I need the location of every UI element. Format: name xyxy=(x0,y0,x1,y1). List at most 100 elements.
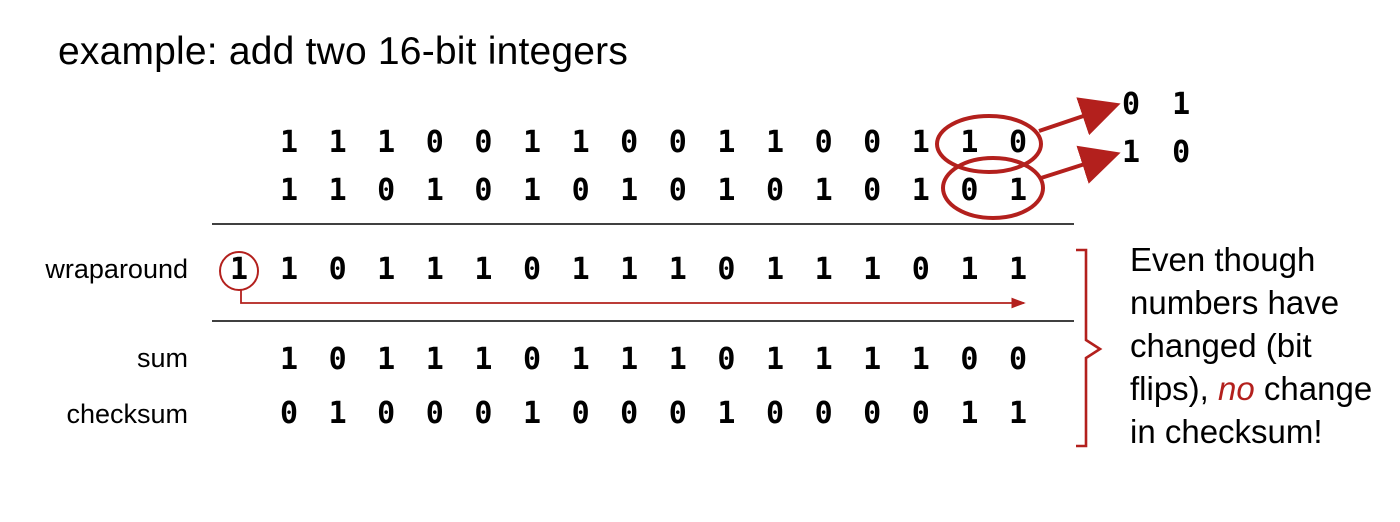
explanation-note: Even though numbers have changed (bit fl… xyxy=(1130,238,1398,453)
wraparound-bit-6: 1 xyxy=(571,252,590,287)
a-bit-0: 1 xyxy=(279,125,299,160)
a-bit-15: 0 xyxy=(1008,125,1028,160)
checksum-bit-9: 1 xyxy=(717,396,736,431)
a-bit-11: 0 xyxy=(814,125,833,160)
a-bit-14: 1 xyxy=(960,125,979,160)
arrow-top xyxy=(1038,97,1121,136)
a-bit-8: 0 xyxy=(668,125,687,160)
wraparound-bit-11: 1 xyxy=(814,252,833,287)
b-bit-9: 1 xyxy=(717,173,736,208)
checksum-bit-5: 1 xyxy=(522,396,542,431)
wraparound-bit-2: 1 xyxy=(377,252,396,287)
checksum-bit-1: 1 xyxy=(328,396,347,431)
checksum-bit-4: 0 xyxy=(474,396,493,431)
sum-bit-13: 1 xyxy=(911,342,930,377)
checksum-bit-12: 0 xyxy=(863,396,882,431)
a-bit-3: 0 xyxy=(425,125,444,160)
wraparound-bit-10: 1 xyxy=(765,252,785,287)
flipped-bits-bottom: 1 0 xyxy=(1122,135,1191,170)
sum-label: sum xyxy=(136,343,188,373)
b-bit-5: 1 xyxy=(522,173,542,208)
sum-bit-12: 1 xyxy=(863,342,882,377)
sum-bit-4: 1 xyxy=(474,342,493,377)
b-bit-6: 0 xyxy=(571,173,590,208)
b-bit-12: 0 xyxy=(863,173,882,208)
checksum-label: checksum xyxy=(66,399,188,429)
sum-bit-15: 0 xyxy=(1008,342,1028,377)
sum-bit-3: 1 xyxy=(425,342,444,377)
b-bit-8: 0 xyxy=(668,173,687,208)
a-bit-9: 1 xyxy=(717,125,736,160)
wraparound-bit-4: 1 xyxy=(474,252,493,287)
note-line-4: flips), no change xyxy=(1130,367,1398,410)
note-line-4-before: flips), xyxy=(1130,370,1219,407)
checksum-bit-3: 0 xyxy=(425,396,444,431)
sum-bit-7: 1 xyxy=(620,342,639,377)
carry-circle xyxy=(219,251,259,291)
b-bit-15: 1 xyxy=(1008,173,1028,208)
b-bit-7: 1 xyxy=(620,173,639,208)
sum-bit-14: 0 xyxy=(960,342,979,377)
checksum-bit-15: 1 xyxy=(1008,396,1028,431)
note-emphasis: no xyxy=(1218,370,1255,407)
b-bit-13: 1 xyxy=(911,173,930,208)
highlight-ellipse-bottom xyxy=(941,156,1045,220)
page-title: example: add two 16-bit integers xyxy=(58,30,629,73)
a-bit-7: 0 xyxy=(620,125,639,160)
wraparound-bit-5: 0 xyxy=(522,252,542,287)
wraparound-bit-12: 1 xyxy=(863,252,882,287)
a-bit-4: 0 xyxy=(474,125,493,160)
sum-bit-8: 1 xyxy=(668,342,687,377)
a-bit-5: 1 xyxy=(522,125,542,160)
wraparound-bit-0: 1 xyxy=(279,252,299,287)
b-bit-3: 1 xyxy=(425,173,444,208)
sum-bit-11: 1 xyxy=(814,342,833,377)
a-bit-2: 1 xyxy=(377,125,396,160)
note-line-4-after: change xyxy=(1254,370,1373,407)
a-bit-10: 1 xyxy=(765,125,785,160)
checksum-bit-2: 0 xyxy=(377,396,396,431)
wraparound-bit-1: 0 xyxy=(328,252,347,287)
a-bit-13: 1 xyxy=(911,125,930,160)
wraparound-bit-15: 1 xyxy=(1008,252,1028,287)
b-bit-4: 0 xyxy=(474,173,493,208)
note-line-5: in checksum! xyxy=(1130,413,1323,450)
carry-bit: 1 xyxy=(229,252,249,287)
b-bit-2: 0 xyxy=(377,173,396,208)
flipped-bits-top: 0 1 xyxy=(1122,87,1191,122)
checksum-bit-13: 0 xyxy=(911,396,930,431)
wraparound-bit-14: 1 xyxy=(960,252,979,287)
highlight-ellipse-top xyxy=(935,114,1043,174)
sum-bit-6: 1 xyxy=(571,342,590,377)
checksum-bit-10: 0 xyxy=(765,396,785,431)
checksum-bit-7: 0 xyxy=(620,396,639,431)
arrow-bottom xyxy=(1040,145,1121,184)
wraparound-bit-7: 1 xyxy=(620,252,639,287)
wraparound-label: wraparound xyxy=(45,254,188,284)
b-bit-14: 0 xyxy=(960,173,979,208)
wraparound-bit-8: 1 xyxy=(668,252,687,287)
note-line-1: Even though xyxy=(1130,241,1316,278)
checksum-bit-11: 0 xyxy=(814,396,833,431)
checksum-bit-14: 1 xyxy=(960,396,979,431)
a-bit-12: 0 xyxy=(863,125,882,160)
checksum-bit-6: 0 xyxy=(571,396,590,431)
b-bit-11: 1 xyxy=(814,173,833,208)
wraparound-bit-9: 0 xyxy=(717,252,736,287)
checksum-bit-0: 0 xyxy=(279,396,299,431)
checksum-bit-8: 0 xyxy=(668,396,687,431)
sum-bit-2: 1 xyxy=(377,342,396,377)
sum-bit-0: 1 xyxy=(279,342,299,377)
b-bit-1: 1 xyxy=(328,173,347,208)
a-bit-6: 1 xyxy=(571,125,590,160)
sum-bit-10: 1 xyxy=(765,342,785,377)
bracket xyxy=(1076,248,1103,448)
sum-bit-1: 0 xyxy=(328,342,347,377)
wraparound-arrow xyxy=(240,290,1026,309)
